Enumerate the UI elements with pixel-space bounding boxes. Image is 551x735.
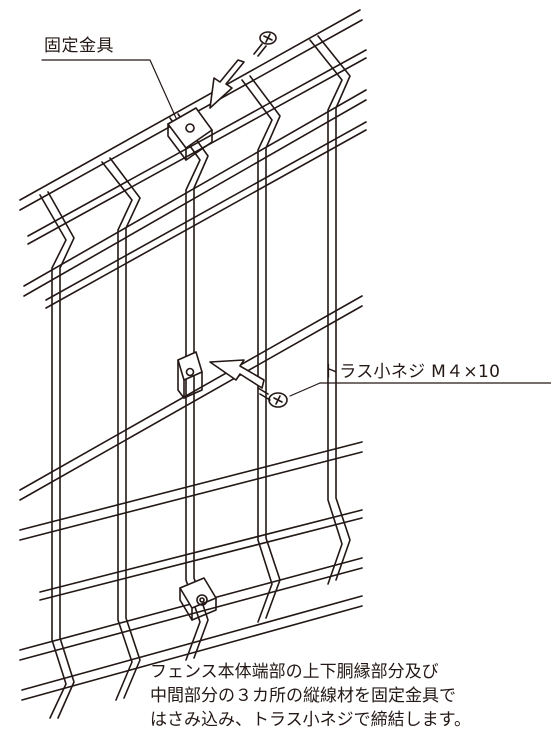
arrow-icon xyxy=(209,359,265,389)
middle-rail xyxy=(19,295,363,501)
description-line-3: はさみ込み、トラス小ネジで締結します。 xyxy=(150,710,471,730)
top-rail xyxy=(19,9,367,309)
truss-screw-icon xyxy=(257,387,288,408)
truss-screw-icon xyxy=(253,31,277,57)
arrow-icon xyxy=(209,59,245,109)
screw-label: トラス小ネジ M４×10 xyxy=(322,362,501,382)
description-text: フェンス本体端部の上下胴縁部分及び 中間部分の３カ所の縦線材を固定金具で はさみ… xyxy=(150,660,551,732)
description-line-2: 中間部分の３カ所の縦線材を固定金具で xyxy=(150,686,456,706)
bracket-label: 固定金具 xyxy=(44,36,114,56)
middle-bracket xyxy=(177,351,203,399)
bottom-bracket xyxy=(179,577,217,621)
leader-lines xyxy=(41,59,551,397)
top-bracket xyxy=(167,107,213,161)
description-line-1: フェンス本体端部の上下胴縁部分及び xyxy=(150,662,439,682)
